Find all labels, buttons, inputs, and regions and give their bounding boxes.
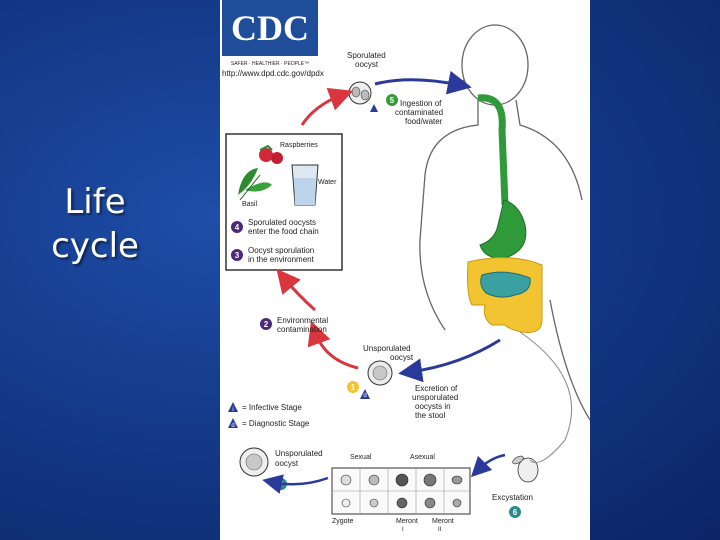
- diagnostic-mark-letter: d: [363, 393, 366, 399]
- food-chain-box: [225, 133, 343, 271]
- label-ingestion-l3: food/water: [405, 117, 443, 126]
- label-excretion-l4: the stool: [415, 411, 445, 420]
- life-cycle-svg: CDC SAFER · HEALTHIER · PEOPLE™ http://w…: [222, 0, 590, 533]
- infective-mark-top: [370, 104, 378, 112]
- arrow-food-to-oocyst: [300, 87, 354, 126]
- pathway-curve: [519, 331, 573, 463]
- label-food-chain-l1: Sporulated oocysts: [248, 218, 316, 227]
- label-excretion-l1: Excretion of: [415, 384, 458, 393]
- slide-title: Life cycle: [30, 180, 160, 268]
- label-excretion-l3: oocysts in: [415, 402, 451, 411]
- water-glass-icon: [291, 164, 319, 206]
- esophagus: [477, 94, 509, 206]
- source-url: http://www.dpd.cdc.gov/dpdx: [222, 69, 324, 78]
- label-ingestion-l1: Ingestion of: [400, 99, 442, 108]
- life-cycle-diagram: CDC SAFER · HEALTHIER · PEOPLE™ http://w…: [220, 0, 590, 540]
- label-water: Water: [318, 179, 337, 186]
- step6-badge: [509, 506, 521, 518]
- step4-badge: [231, 221, 243, 233]
- step2-number: 2: [264, 320, 269, 329]
- arrow-to-mouth: [374, 70, 472, 95]
- legend-infective: = Infective Stage: [242, 403, 302, 412]
- label-excretion-l2: unsporulated: [412, 393, 458, 402]
- label-meront2: Meront: [432, 518, 454, 525]
- legend-diagnostic: = Diagnostic Stage: [242, 419, 310, 428]
- excystation-oocyst: [512, 455, 539, 483]
- label-sporulation-l2: in the environment: [248, 255, 315, 264]
- sporulated-oocyst-top: [348, 81, 372, 105]
- label-sexual: Sexual: [350, 454, 372, 461]
- label-inset-unsporulated-l1: Unsporulated: [275, 449, 323, 458]
- basil-icon: [238, 168, 272, 201]
- label-ingestion-l2: contaminated: [395, 108, 443, 117]
- diagnostic-legend-letter: d: [231, 423, 234, 429]
- label-sporulation-l1: Oocyst sporulation: [248, 246, 314, 255]
- cdc-logo-text: CDC: [231, 8, 309, 48]
- label-meront1-num: I: [402, 527, 404, 533]
- infective-mark-letter: i: [232, 407, 233, 413]
- label-sporulated-l1: Sporulated: [347, 51, 386, 60]
- step3-badge: [231, 249, 243, 261]
- step3-number: 3: [235, 251, 240, 260]
- arrow-excystation: [470, 453, 506, 478]
- label-basil: Basil: [242, 201, 258, 208]
- step1-number: 1: [351, 383, 356, 392]
- unsporulated-oocyst: [367, 360, 393, 386]
- legend: i = Infective Stage d = Diagnostic Stage: [228, 402, 310, 429]
- arrow-oocyst-to-env: [307, 320, 359, 370]
- label-excystation: Excystation: [492, 493, 533, 502]
- slide-title-line2: cycle: [51, 226, 139, 266]
- cdc-logo-tagline: SAFER · HEALTHIER · PEOPLE™: [231, 61, 309, 67]
- label-meront2-num: II: [438, 527, 442, 533]
- step1-badge: [347, 381, 359, 393]
- cdc-logo: CDC SAFER · HEALTHIER · PEOPLE™: [222, 0, 318, 67]
- label-zygote: Zygote: [332, 518, 354, 525]
- label-unsporulated-l2: oocyst: [390, 353, 414, 362]
- label-sporulated-l2: oocyst: [355, 60, 379, 69]
- small-intestine: [480, 271, 531, 298]
- step5-badge: [386, 94, 398, 106]
- label-env-contam-l2: contamination: [277, 325, 327, 334]
- label-meront1: Meront: [396, 518, 418, 525]
- label-env-contam-l1: Environmental: [277, 316, 328, 325]
- slide-title-line1: Life: [64, 182, 126, 222]
- label-inset-unsporulated-l2: oocyst: [275, 459, 299, 468]
- step4-number: 4: [235, 223, 240, 232]
- arrow-env-to-food: [276, 268, 316, 312]
- step2-badge: [260, 318, 272, 330]
- arrow-excretion: [398, 338, 501, 383]
- label-unsporulated-l1: Unsporulated: [363, 344, 411, 353]
- inset-unsporulated: [239, 447, 269, 477]
- label-food-chain-l2: enter the food chain: [248, 227, 319, 236]
- stomach: [479, 199, 527, 259]
- arrow-inset-to-oocyst: [262, 474, 329, 494]
- label-raspberries: Raspberries: [280, 142, 318, 149]
- step5-number: 5: [390, 96, 395, 105]
- raspberries-icon: [259, 144, 283, 164]
- step6-number: 6: [513, 508, 518, 517]
- label-asexual: Asexual: [410, 454, 435, 461]
- intracellular-stages: [331, 467, 471, 515]
- diagnostic-mark: [360, 389, 370, 399]
